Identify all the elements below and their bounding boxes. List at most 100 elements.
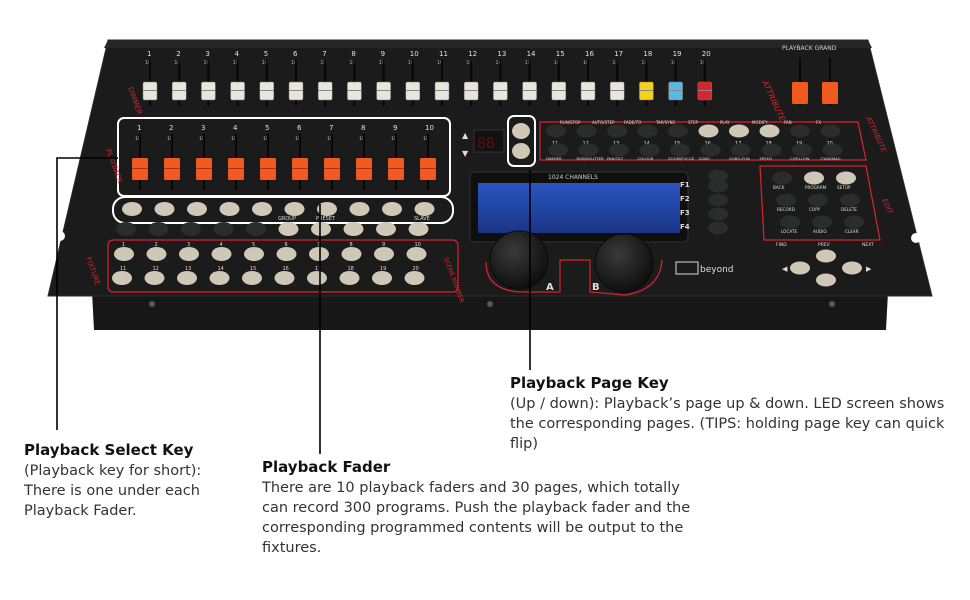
fixture-key[interactable]	[372, 271, 392, 285]
playback-select-key[interactable]	[154, 202, 175, 216]
fixture-key[interactable]	[144, 271, 165, 285]
attribute-key[interactable]	[607, 124, 627, 138]
edit-key[interactable]	[836, 171, 856, 185]
fixture-key[interactable]	[242, 271, 262, 285]
attribute-key[interactable]	[761, 143, 782, 157]
fixture-key[interactable]	[374, 247, 394, 261]
playback-grand-label: PLAYBACK GRAND	[782, 45, 837, 52]
function-key[interactable]	[708, 221, 728, 235]
playback-select-key[interactable]	[219, 202, 240, 216]
dimmer-fader-number: 7	[322, 50, 326, 58]
nav-key[interactable]	[842, 261, 862, 275]
attribute-key[interactable]	[578, 143, 599, 157]
attribute-key[interactable]	[637, 124, 658, 138]
edit-key[interactable]	[780, 215, 800, 229]
fixture-key[interactable]	[114, 247, 134, 261]
playback-fader-cap-line	[324, 168, 340, 169]
playback-select-key[interactable]	[252, 202, 272, 216]
nav-key[interactable]	[790, 261, 810, 275]
edit-key[interactable]	[776, 193, 796, 207]
attribute-key[interactable]	[546, 124, 566, 138]
fixture-key[interactable]	[209, 271, 230, 285]
fixture-key[interactable]	[339, 271, 360, 285]
function-key[interactable]	[708, 179, 728, 193]
attribute-key[interactable]	[609, 143, 629, 157]
fixture-key[interactable]	[341, 247, 362, 261]
attribute-key[interactable]	[698, 124, 719, 138]
playback-function-key[interactable]	[376, 222, 396, 236]
dimmer-scale-label: 10	[554, 60, 560, 66]
nav-key[interactable]	[816, 249, 836, 263]
edit-key[interactable]	[804, 171, 824, 185]
fixture-key[interactable]	[244, 247, 264, 261]
playback-select-key[interactable]	[284, 202, 305, 216]
playback-function-key[interactable]	[181, 222, 201, 236]
edit-key[interactable]	[808, 193, 828, 207]
page-up-key[interactable]	[512, 123, 530, 139]
playback-function-key[interactable]	[278, 222, 299, 236]
edit-key[interactable]	[844, 215, 864, 229]
dimmer-scale-label: 10	[145, 60, 151, 66]
page-down-key[interactable]	[512, 143, 530, 159]
attribute-key[interactable]	[822, 143, 843, 157]
fixture-key[interactable]	[404, 271, 425, 285]
edit-key-label: BACK	[773, 185, 785, 190]
attribute-key[interactable]	[792, 143, 812, 157]
wheel-b[interactable]	[594, 233, 654, 293]
playback-select-key[interactable]	[122, 202, 142, 216]
function-key[interactable]	[708, 169, 728, 183]
wheel-a[interactable]	[489, 230, 549, 290]
playback-function-key[interactable]	[246, 222, 266, 236]
attribute-key[interactable]	[729, 124, 749, 138]
edit-key-label: LOCATE	[781, 229, 798, 234]
fixture-key[interactable]	[309, 247, 329, 261]
playback-select-key[interactable]	[349, 202, 370, 216]
attribute-key[interactable]	[668, 124, 688, 138]
playback-row-label-preset: PRESET	[316, 216, 336, 222]
fixture-key[interactable]	[112, 271, 132, 285]
playback-function-key[interactable]	[311, 222, 331, 236]
playback-select-key[interactable]	[414, 202, 435, 216]
fixture-key[interactable]	[179, 247, 199, 261]
nav-key[interactable]	[816, 273, 836, 287]
function-key[interactable]	[708, 207, 728, 221]
playback-scale-label: 10	[231, 136, 237, 142]
attribute-key[interactable]	[731, 143, 751, 157]
edit-frame	[759, 165, 881, 241]
playback-fader-number: 10	[425, 124, 434, 132]
playback-function-key[interactable]	[408, 222, 429, 236]
grand-master-fader[interactable]	[822, 82, 838, 104]
dimmer-scale-label: 10	[671, 60, 677, 66]
fixture-key[interactable]	[274, 271, 295, 285]
dimmer-scale-label: 10	[291, 60, 297, 66]
attribute-key[interactable]	[700, 143, 721, 157]
edit-key[interactable]	[840, 193, 860, 207]
fixture-key[interactable]	[211, 247, 232, 261]
attribute-key[interactable]	[639, 143, 660, 157]
attribute-key[interactable]	[576, 124, 597, 138]
playback-function-key[interactable]	[148, 222, 169, 236]
playback-select-key[interactable]	[187, 202, 207, 216]
attribute-key[interactable]	[759, 124, 780, 138]
playback-master-fader[interactable]	[792, 82, 808, 104]
attribute-key[interactable]	[548, 143, 568, 157]
fixture-key[interactable]	[276, 247, 297, 261]
dimmer-fader-cap-line	[289, 90, 303, 91]
playback-function-key[interactable]	[343, 222, 364, 236]
attribute-key[interactable]	[790, 124, 810, 138]
playback-function-key[interactable]	[213, 222, 234, 236]
fixture-key[interactable]	[177, 271, 197, 285]
fixture-key[interactable]	[146, 247, 167, 261]
fixture-key[interactable]	[406, 247, 427, 261]
playback-function-key[interactable]	[116, 222, 136, 236]
fixture-key[interactable]	[307, 271, 327, 285]
function-key[interactable]	[708, 193, 728, 207]
attribute-key[interactable]	[820, 124, 841, 138]
playback-select-key[interactable]	[317, 202, 337, 216]
playback-select-key[interactable]	[382, 202, 402, 216]
edit-key[interactable]	[772, 171, 792, 185]
dimmer-fader-cap-line	[581, 90, 595, 91]
attribute-key[interactable]	[670, 143, 690, 157]
edit-key[interactable]	[812, 215, 832, 229]
